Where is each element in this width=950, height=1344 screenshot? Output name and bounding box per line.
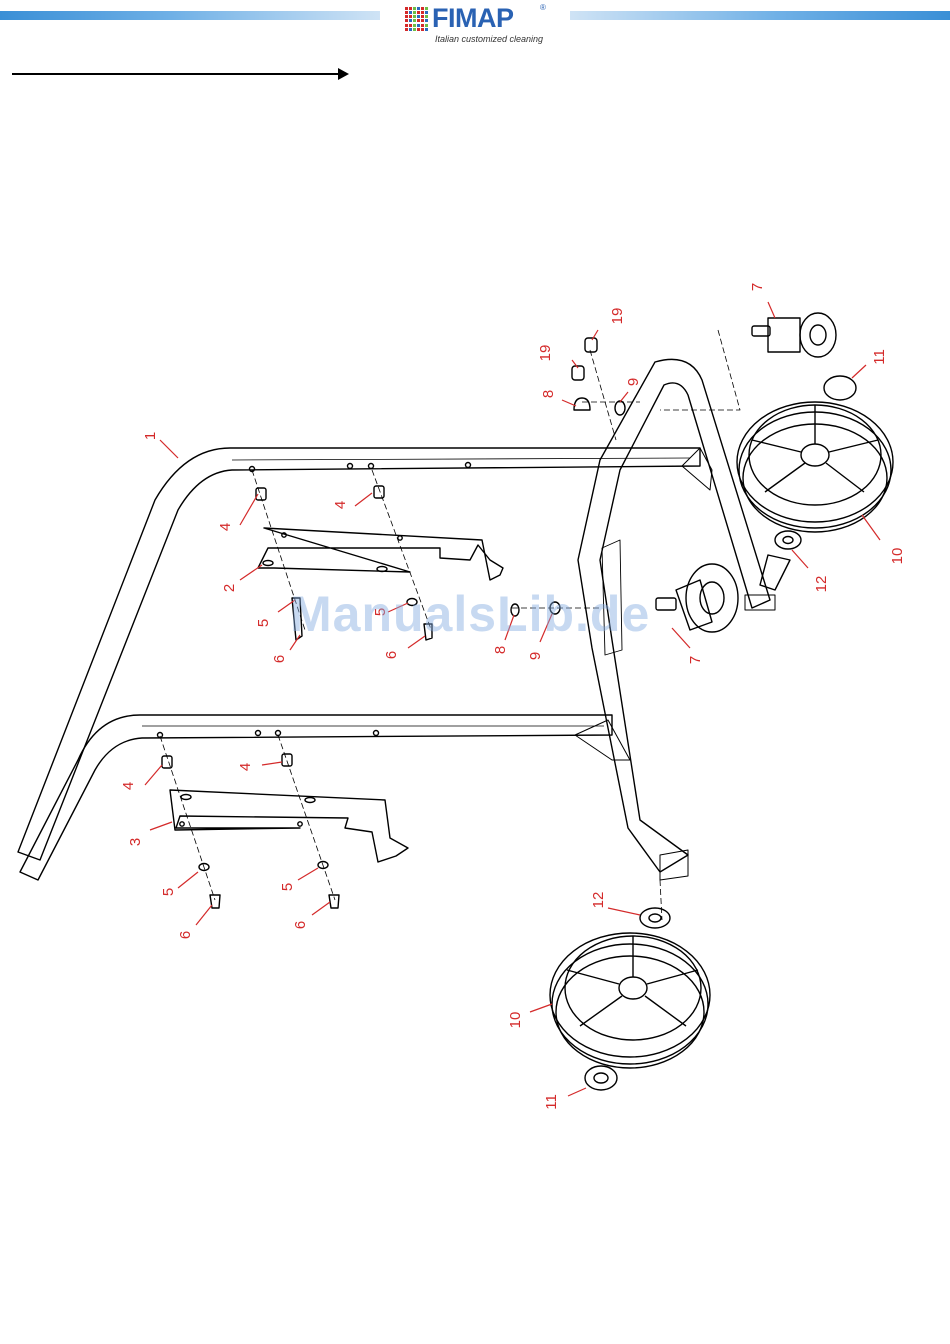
callout-5: 5 [279,883,296,891]
callout-leaders [145,302,880,1096]
callout-4: 4 [120,782,137,790]
callout-11: 11 [871,349,888,365]
hubcap-upper [824,376,856,400]
callout-12: 12 [813,576,830,593]
callout-4: 4 [237,763,254,771]
callout-4: 4 [217,523,234,531]
spacer-lower [640,908,670,928]
caster-wheel-lower [656,564,738,632]
callout-6: 6 [383,651,400,659]
callout-5: 5 [160,888,177,896]
bracket-part-3 [170,790,408,862]
callout-9: 9 [625,378,642,386]
callout-3: 3 [127,838,144,846]
rear-wheel-lower [550,933,710,1068]
callout-6: 6 [292,921,309,929]
callout-2: 2 [221,584,238,592]
callout-1: 1 [142,432,159,440]
bracket-part-2 [258,528,503,580]
watermark-text: ManualsLib.de [290,585,650,643]
rear-wheel-upper [737,402,893,532]
callout-7: 7 [749,283,766,291]
callout-7: 7 [687,656,704,664]
callout-5: 5 [255,619,272,627]
callout-10: 10 [507,1012,524,1029]
caster-wheel-upper [752,313,836,357]
callout-8: 8 [492,646,509,654]
callout-6: 6 [271,655,288,663]
axle-upper [760,555,790,590]
callout-9: 9 [527,652,544,660]
callout-19: 19 [537,345,554,362]
hubcap-lower [585,1066,617,1090]
callout-19: 19 [609,308,626,325]
callout-10: 10 [889,548,906,565]
spacer-upper [775,531,801,549]
callout-8: 8 [540,390,557,398]
callout-6: 6 [177,931,194,939]
callout-12: 12 [590,892,607,909]
callout-4: 4 [332,501,349,509]
callout-11: 11 [543,1094,560,1110]
